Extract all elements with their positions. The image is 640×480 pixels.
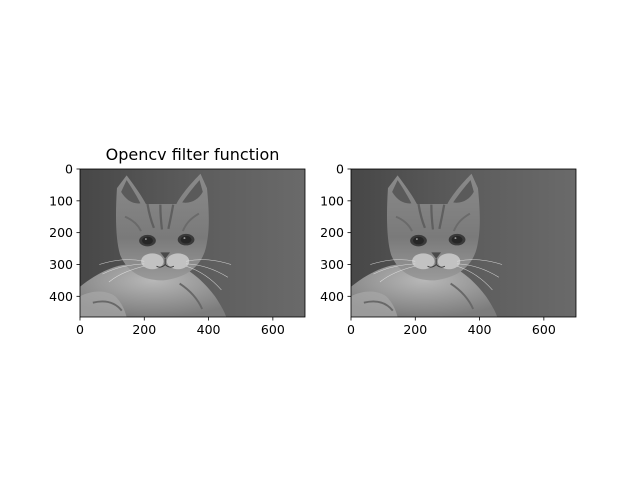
x-tick-label: 200 (132, 322, 156, 337)
left-axis-ticks: 0 200 400 600 0 100 200 300 400 (49, 162, 285, 338)
x-tick-label: 600 (532, 322, 556, 337)
axes-frame (79, 168, 306, 318)
y-tick-label: 200 (320, 225, 344, 240)
y-tick-label: 300 (320, 257, 344, 272)
y-tick-label: 300 (49, 257, 73, 272)
x-tick-label: 400 (197, 322, 221, 337)
y-tick-label: 400 (320, 289, 344, 304)
y-tick-label: 0 (65, 162, 73, 177)
grayscale-cat-photo (351, 169, 576, 317)
x-tick-label: 200 (403, 322, 427, 337)
y-tick-label: 400 (49, 289, 73, 304)
y-tick-label: 0 (336, 162, 344, 177)
grayscale-cat-photo-filtered (80, 169, 305, 317)
y-tick-label: 200 (49, 225, 73, 240)
y-tick-label: 100 (49, 193, 73, 208)
panel-title: Opencv filter function (106, 145, 280, 164)
x-tick-label: 400 (468, 322, 492, 337)
axes-frame (350, 168, 577, 318)
x-tick-label: 0 (76, 322, 84, 337)
right-axis-ticks: 0 200 400 600 0 100 200 300 400 (320, 162, 556, 338)
right-panel: 0 200 400 600 0 100 200 300 400 (320, 162, 577, 338)
left-panel: Opencv filter function 0 200 400 600 0 100 200… (49, 145, 306, 338)
x-tick-label: 600 (261, 322, 285, 337)
x-tick-label: 0 (347, 322, 355, 337)
y-tick-label: 100 (320, 193, 344, 208)
